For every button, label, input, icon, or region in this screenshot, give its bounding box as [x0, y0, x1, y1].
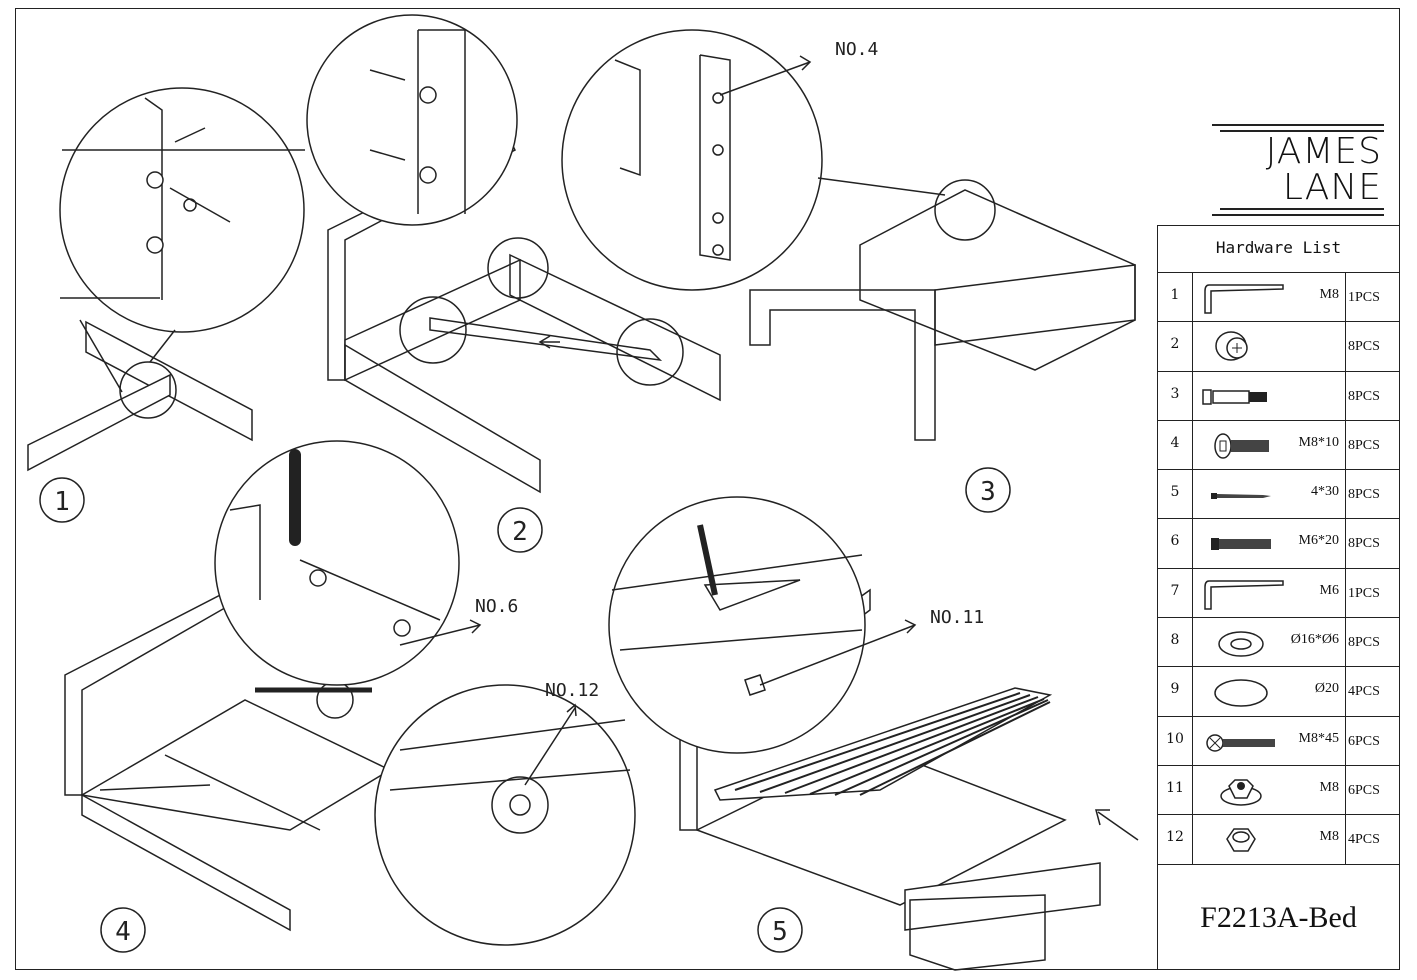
brand-logo: JAMES LANE — [1212, 124, 1384, 216]
hardware-number: 10 — [1158, 716, 1193, 765]
hardware-picture: Ø20 — [1193, 667, 1346, 716]
hardware-qty: 4PCS — [1348, 832, 1380, 848]
hex-socket-bolt-icon — [1214, 433, 1269, 459]
callout-no12: NO.12 — [545, 680, 599, 701]
step-1-illustration: 1 — [27, 87, 305, 523]
cam-bolt-icon — [1202, 388, 1267, 405]
step-number: 2 — [512, 517, 528, 547]
hardware-row: 8 Ø16*Ø6 8PCS — [1158, 618, 1399, 668]
callout-no11: NO.11 — [930, 607, 984, 628]
hardware-list-title: Hardware List — [1158, 226, 1399, 273]
hardware-qty: 6PCS — [1348, 733, 1380, 749]
hardware-number: 3 — [1158, 371, 1193, 420]
hardware-spec: Ø16*Ø6 — [1290, 632, 1339, 648]
step-2-illustration: 2 — [306, 14, 721, 553]
step-5-illustration: NO.11 5 — [608, 496, 1139, 971]
hardware-picture: M8 — [1193, 815, 1346, 864]
hardware-row: 7 M6 1PCS — [1158, 568, 1399, 619]
flange-nut-icon — [1220, 779, 1262, 806]
brand-line1: JAMES — [1265, 131, 1382, 172]
hardware-picture — [1193, 322, 1346, 371]
hardware-number: 11 — [1158, 765, 1193, 815]
allen-key-icon — [1204, 284, 1284, 314]
hex-socket-bolt-long-icon — [1211, 538, 1271, 551]
step-number: 1 — [54, 487, 70, 517]
hardware-qty: 1PCS — [1348, 585, 1380, 601]
hardware-spec: M8 — [1319, 287, 1339, 302]
hardware-qty: 4PCS — [1348, 684, 1380, 700]
hardware-picture: M8*45 — [1193, 716, 1346, 765]
step-3-illustration: 3 — [749, 177, 1136, 513]
hardware-row: 3 8PCS — [1158, 371, 1399, 421]
hardware-spec: M8*10 — [1298, 434, 1339, 450]
hardware-row: 1 M8 1PCS — [1158, 273, 1399, 323]
detail-circle-no4: NO.4 — [561, 29, 878, 291]
hex-nut-icon — [1226, 828, 1256, 853]
hardware-picture: Ø16*Ø6 — [1193, 618, 1346, 667]
hardware-number: 7 — [1158, 568, 1193, 618]
hardware-spec: 4*30 — [1311, 484, 1339, 500]
hardware-qty: 6PCS — [1348, 782, 1380, 798]
hardware-number: 8 — [1158, 618, 1193, 667]
hardware-qty: 8PCS — [1348, 536, 1380, 552]
hardware-row: 10 M8*45 6PCS — [1158, 716, 1399, 766]
hardware-number: 6 — [1158, 519, 1193, 568]
hardware-row: 11 M8 6PCS — [1158, 765, 1399, 816]
disc-pad-icon — [1214, 679, 1268, 708]
hardware-picture: M6 — [1193, 568, 1346, 618]
hardware-qty: 8PCS — [1348, 339, 1380, 355]
hardware-row: 12 M8 4PCS — [1158, 815, 1399, 865]
hardware-row: 5 4*30 8PCS — [1158, 470, 1399, 520]
hardware-row: 4 M8*10 8PCS — [1158, 420, 1399, 471]
hardware-spec: M8 — [1319, 829, 1339, 845]
hardware-spec: M6*20 — [1298, 533, 1339, 549]
hardware-spec: Ø20 — [1314, 681, 1339, 697]
step-number: 5 — [772, 917, 788, 947]
hardware-spec: M6 — [1319, 582, 1339, 598]
hardware-qty: 8PCS — [1348, 437, 1380, 453]
hardware-qty: 1PCS — [1348, 290, 1380, 305]
hardware-picture: M8 — [1193, 765, 1346, 815]
hardware-row: 9 Ø20 4PCS — [1158, 667, 1399, 717]
hardware-number: 12 — [1158, 815, 1193, 864]
step-number: 3 — [980, 477, 996, 507]
hardware-picture — [1193, 371, 1346, 420]
hardware-number: 4 — [1158, 420, 1193, 470]
washer-icon — [1218, 631, 1264, 657]
hardware-number: 5 — [1158, 470, 1193, 519]
hardware-picture: M8 — [1193, 273, 1346, 322]
allen-key-icon — [1204, 580, 1284, 610]
hardware-picture: 4*30 — [1193, 470, 1346, 519]
hardware-qty: 8PCS — [1348, 388, 1380, 404]
hardware-number: 9 — [1158, 667, 1193, 716]
hardware-row: 6 M6*20 8PCS — [1158, 519, 1399, 569]
step-4-illustration: NO.6 NO.12 4 — [64, 440, 636, 953]
model-number: F2213A-Bed — [1200, 900, 1357, 934]
wood-screw-icon — [1211, 493, 1271, 500]
hardware-number: 1 — [1158, 273, 1193, 322]
callout-no4: NO.4 — [835, 39, 878, 60]
hardware-qty: 8PCS — [1348, 487, 1380, 503]
brand-line2: LANE — [1282, 167, 1382, 208]
hardware-number: 2 — [1158, 322, 1193, 371]
hardware-row: 2 8PCS — [1158, 322, 1399, 372]
callout-no6: NO.6 — [475, 596, 518, 617]
hardware-spec: M8 — [1319, 779, 1339, 795]
hardware-qty: 8PCS — [1348, 635, 1380, 651]
hardware-picture: M8*10 — [1193, 420, 1346, 470]
hardware-spec: M8*45 — [1298, 730, 1339, 746]
phillips-bolt-icon — [1206, 733, 1275, 752]
cam-lock-icon — [1215, 331, 1248, 362]
step-number: 4 — [115, 917, 131, 947]
hardware-picture: M6*20 — [1193, 519, 1346, 568]
